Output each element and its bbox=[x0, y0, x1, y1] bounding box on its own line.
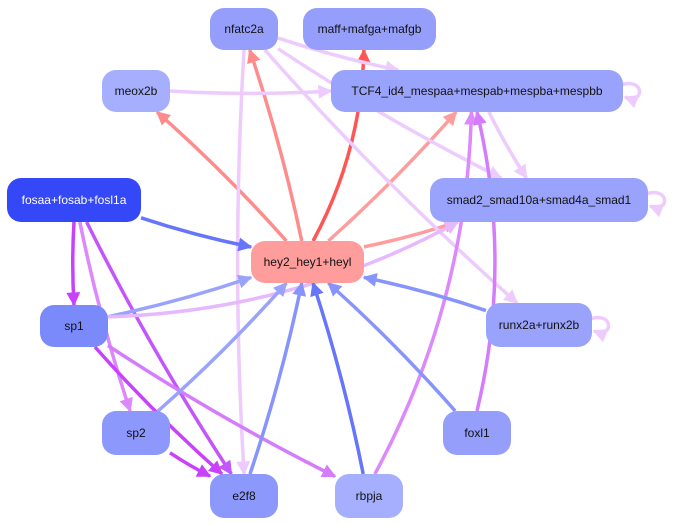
edge-e2f8-to-hey bbox=[248, 281, 307, 475]
edge-runx-to-hey bbox=[362, 273, 487, 313]
node-maff-mafga-mafgb[interactable]: maff+mafga+mafgb bbox=[303, 8, 436, 50]
node-smad[interactable]: smad2_smad10a+smad4a_smad1 bbox=[430, 178, 648, 222]
node-runx2a-runx2b[interactable]: runx2a+runx2b bbox=[486, 303, 592, 347]
edge-rbpja-to-hey bbox=[310, 281, 365, 475]
edge-sp2-to-hey bbox=[156, 281, 288, 413]
edge-fos-to-hey bbox=[140, 216, 253, 252]
edge-hey-to-tcf4 bbox=[327, 110, 458, 243]
edge-nfatc2a-to-smad bbox=[277, 47, 503, 180]
edge-fos-to-e2f8 bbox=[85, 221, 233, 476]
edge-nfatc2a-to-runx bbox=[263, 48, 519, 305]
node-tcf4-id4-mesp[interactable]: TCF4_id4_mespaa+mespab+mespba+mespbb bbox=[331, 70, 623, 112]
edge-meox2b-to-tcf4 bbox=[169, 84, 333, 99]
node-nfatc2a[interactable]: nfatc2a bbox=[210, 8, 278, 50]
node-e2f8[interactable]: e2f8 bbox=[210, 474, 278, 518]
edge-foxl1-to-tcf4 bbox=[473, 110, 497, 412]
edge-nfatc2a-to-tcf4 bbox=[277, 36, 400, 75]
edge-fos-to-sp1 bbox=[66, 221, 81, 307]
edge-sp1-to-hey bbox=[107, 274, 253, 319]
node-hey2-hey1-heyl[interactable]: hey2_hey1+heyl bbox=[251, 241, 364, 283]
edge-sp1-to-rbpja bbox=[107, 344, 337, 478]
node-meox2b[interactable]: meox2b bbox=[102, 70, 170, 112]
edge-foxl1-to-hey bbox=[327, 281, 457, 413]
node-sp1[interactable]: sp1 bbox=[40, 305, 108, 347]
edge-hey-to-nfatc2a bbox=[247, 48, 304, 242]
edge-sp2-to-e2f8 bbox=[169, 451, 212, 478]
edge-tcf4-to-tcf4 bbox=[620, 81, 642, 109]
edge-smad-to-smad bbox=[645, 190, 667, 218]
edge-hey-to-meox2b bbox=[155, 110, 288, 243]
edge-sp1-to-smad bbox=[107, 220, 460, 319]
edge-nfatc2a-to-e2f8 bbox=[235, 49, 251, 476]
node-foxl1[interactable]: foxl1 bbox=[443, 411, 511, 455]
node-sp2[interactable]: sp2 bbox=[102, 411, 170, 455]
edge-tcf4-to-smad bbox=[487, 111, 528, 180]
node-fosaa-fosab-fosl1a[interactable]: fosaa+fosab+fosl1a bbox=[7, 178, 141, 222]
node-rbpja[interactable]: rbpja bbox=[335, 474, 403, 518]
edge-runx-to-runx bbox=[589, 315, 611, 343]
